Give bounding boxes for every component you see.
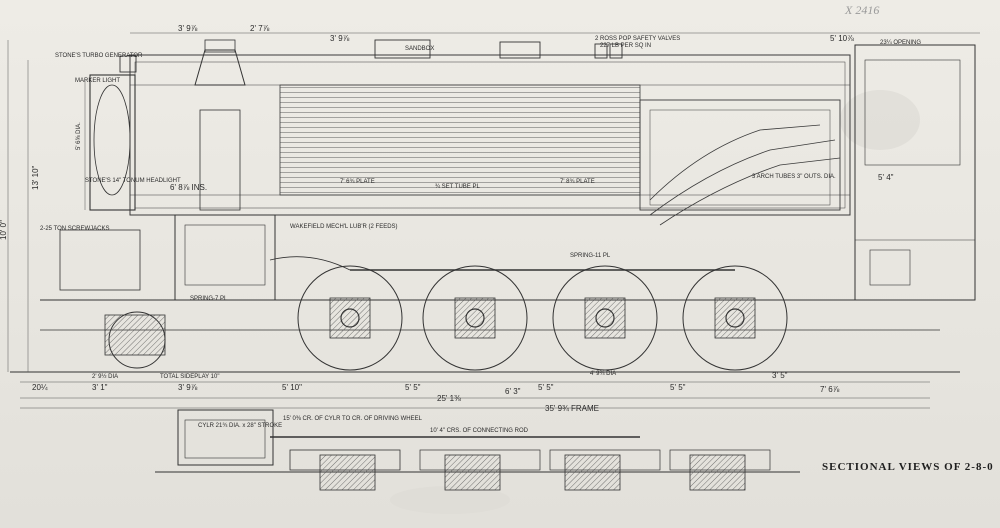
chimney-cap xyxy=(204,39,236,53)
dim-base-3: 3' 9⅞ xyxy=(178,383,198,392)
paper-stain xyxy=(390,486,510,514)
label-frame: 35' 9¾ FRAME xyxy=(545,404,599,413)
label-pop-pressure: 227 LB PER SQ IN xyxy=(600,43,651,49)
safety-valve xyxy=(609,43,623,59)
turbo-generator xyxy=(119,55,137,73)
dim-base-1: 20¼ xyxy=(32,383,48,392)
label-spring-11pl: SPRING-11 PL xyxy=(570,253,611,259)
sandbox-dome xyxy=(374,39,431,59)
label-opening: 23¼ OPENING xyxy=(880,40,921,46)
label-headlight: STONE'S 14" TONUM HEADLIGHT xyxy=(85,178,181,184)
axle-box xyxy=(329,297,371,339)
dim-left-1: 10' 0" xyxy=(0,220,8,240)
label-set-tube-plate: ¾ SET TUBE PL xyxy=(435,184,480,190)
driving-wheel xyxy=(422,265,528,371)
paper-stain xyxy=(840,90,920,150)
dim-base-2: 3' 1" xyxy=(92,383,108,392)
label-flue-plate: 7' 8¾ PLATE xyxy=(560,179,595,185)
corner-mark: X 2416 xyxy=(844,3,879,17)
dim-base-7: 5' 5" xyxy=(670,383,686,392)
plan-view xyxy=(155,409,800,491)
dim-base-9: 7' 6⅞ xyxy=(820,385,840,394)
boiler-tubes xyxy=(279,84,641,196)
dim-top-3: 3' 9⅞ xyxy=(330,34,350,43)
drawing-caption: SECTIONAL VIEWS OF 2-8-0 xyxy=(822,461,994,473)
driving-wheel xyxy=(682,265,788,371)
boiler xyxy=(129,54,851,226)
pony-truck xyxy=(104,314,166,356)
front-cylinder-block xyxy=(174,39,276,301)
label-sandbox: SANDBOX xyxy=(405,46,434,52)
label-pony-dia: 2' 9½ DIA xyxy=(92,373,118,380)
safety-valve xyxy=(594,43,608,59)
dim-top-2: 2' 7⅞ xyxy=(250,24,270,33)
label-cylinder: CYLR 21¾ DIA. x 28" STROKE xyxy=(198,423,282,429)
axle-box xyxy=(714,297,756,339)
label-screwjacks: 2-25 TON SCREWJACKS xyxy=(40,226,109,232)
dim-left-3: 5' 6⅝ DIA. xyxy=(76,122,82,150)
driving-wheel xyxy=(552,265,658,371)
dim-top-4: 5' 10⅞ xyxy=(830,34,854,43)
label-total-sideplay: TOTAL SIDEPLAY 10" xyxy=(160,374,220,380)
axle-box xyxy=(454,297,496,339)
label-wheel-dia: 4' 9¾ DIA xyxy=(590,371,616,377)
dim-base-4: 5' 10" xyxy=(282,383,302,392)
dim-base-6: 5' 5" xyxy=(538,383,554,392)
dim-left-2: 13' 10" xyxy=(31,165,40,190)
label-arch-tubes: 3 ARCH TUBES 3" OUTS. DIA. xyxy=(752,174,836,180)
label-marker-light: MARKER LIGHT xyxy=(75,78,120,84)
label-crank-note: 15' 0⅜ CR. OF CYLR TO CR. OF DRIVING WHE… xyxy=(283,416,423,422)
dimension-lines xyxy=(7,32,980,409)
label-spring-7pl: SPRING-7 PL xyxy=(190,296,228,302)
axle-section xyxy=(444,454,501,491)
running-gear xyxy=(10,256,960,373)
cab xyxy=(854,44,976,301)
dim-overall-1: 25' 1⅜ xyxy=(437,394,461,403)
firebox xyxy=(639,99,841,211)
axle-section xyxy=(564,454,621,491)
label-connecting-rod: 10' 4" CRS. OF CONNECTING ROD xyxy=(430,428,529,434)
axle-section xyxy=(689,454,746,491)
axle-box xyxy=(584,297,626,339)
label-turbo-generator: STONE'S TURBO GENERATOR xyxy=(55,53,143,59)
smokebox xyxy=(59,74,141,291)
label-tube-plate: 7' 6¾ PLATE xyxy=(340,179,375,185)
steam-dome xyxy=(499,41,541,59)
domes xyxy=(119,39,623,73)
label-pop-valves: 2 ROSS POP SAFETY VALVES xyxy=(595,36,680,42)
dim-inner-1: 6' 8⅞ INS. xyxy=(170,183,207,192)
axle-section xyxy=(319,454,376,491)
cylinder-section xyxy=(177,409,274,466)
dim-base-8: 3' 5" xyxy=(772,371,788,380)
dim-top-1: 3' 9⅞ xyxy=(178,24,198,33)
label-wakefield: WAKEFIELD MECH'L LUB'R (2 FEEDS) xyxy=(290,224,398,230)
dim-inner-2: 5' 4" xyxy=(878,173,894,182)
dim-base-5: 5' 5" xyxy=(405,383,421,392)
driving-wheel xyxy=(297,265,403,371)
dim-overall-2: 6' 3" xyxy=(505,387,521,396)
